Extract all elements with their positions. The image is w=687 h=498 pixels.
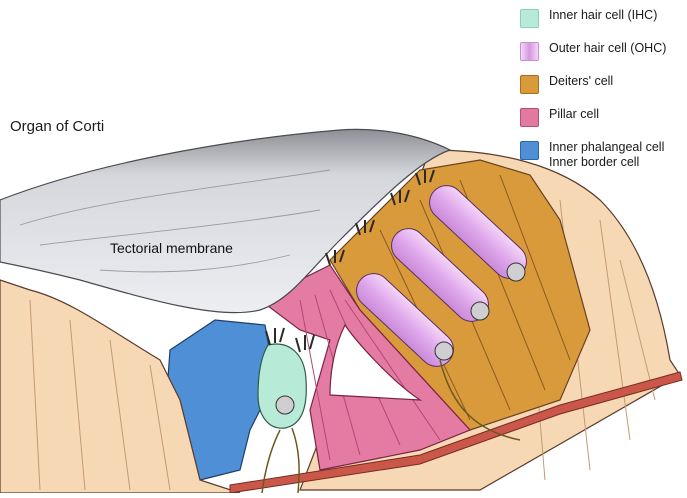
legend-item-phalangeal: Inner phalangeal cell Inner border cell (520, 140, 685, 173)
outer-hair-cells (356, 185, 527, 367)
legend-swatch-ihc (520, 9, 539, 28)
tectorial-membrane-label: Tectorial membrane (110, 240, 233, 256)
legend-label-ohc: Outer hair cell (OHC) (549, 41, 667, 55)
tunnel-of-corti (329, 323, 423, 401)
legend-label-ihc: Inner hair cell (IHC) (549, 8, 658, 22)
legend-label-phalangeal: Inner phalangeal cell (549, 140, 665, 154)
legend-swatch-deiters (520, 75, 539, 94)
legend-label-pillar: Pillar cell (549, 107, 600, 121)
limbus-dividers (29, 299, 171, 491)
tectorial-membrane (0, 128, 452, 314)
ihc-nucleus (275, 395, 295, 415)
legend-label-border: Inner border cell (549, 155, 640, 169)
tectorial-fibers (19, 169, 331, 273)
legend: Inner hair cell (IHC) Outer hair cell (O… (520, 8, 685, 173)
basilar-membrane (229, 371, 683, 494)
spiral-limbus (0, 279, 241, 494)
legend-item-pillar: Pillar cell (520, 107, 685, 140)
legend-swatch-ohc (520, 42, 539, 61)
diagram-title: Organ of Corti (10, 118, 105, 135)
legend-item-ohc: Outer hair cell (OHC) (520, 41, 685, 74)
legend-swatch-pillar (520, 108, 539, 127)
legend-item-ihc: Inner hair cell (IHC) (520, 8, 685, 41)
legend-item-deiters: Deiters' cell (520, 74, 685, 107)
legend-label-deiters: Deiters' cell (549, 74, 614, 88)
nerve-fibers (261, 359, 521, 494)
stereocilia (265, 169, 435, 353)
legend-swatch-phalangeal (520, 141, 539, 160)
inner-hair-cell (257, 343, 307, 429)
